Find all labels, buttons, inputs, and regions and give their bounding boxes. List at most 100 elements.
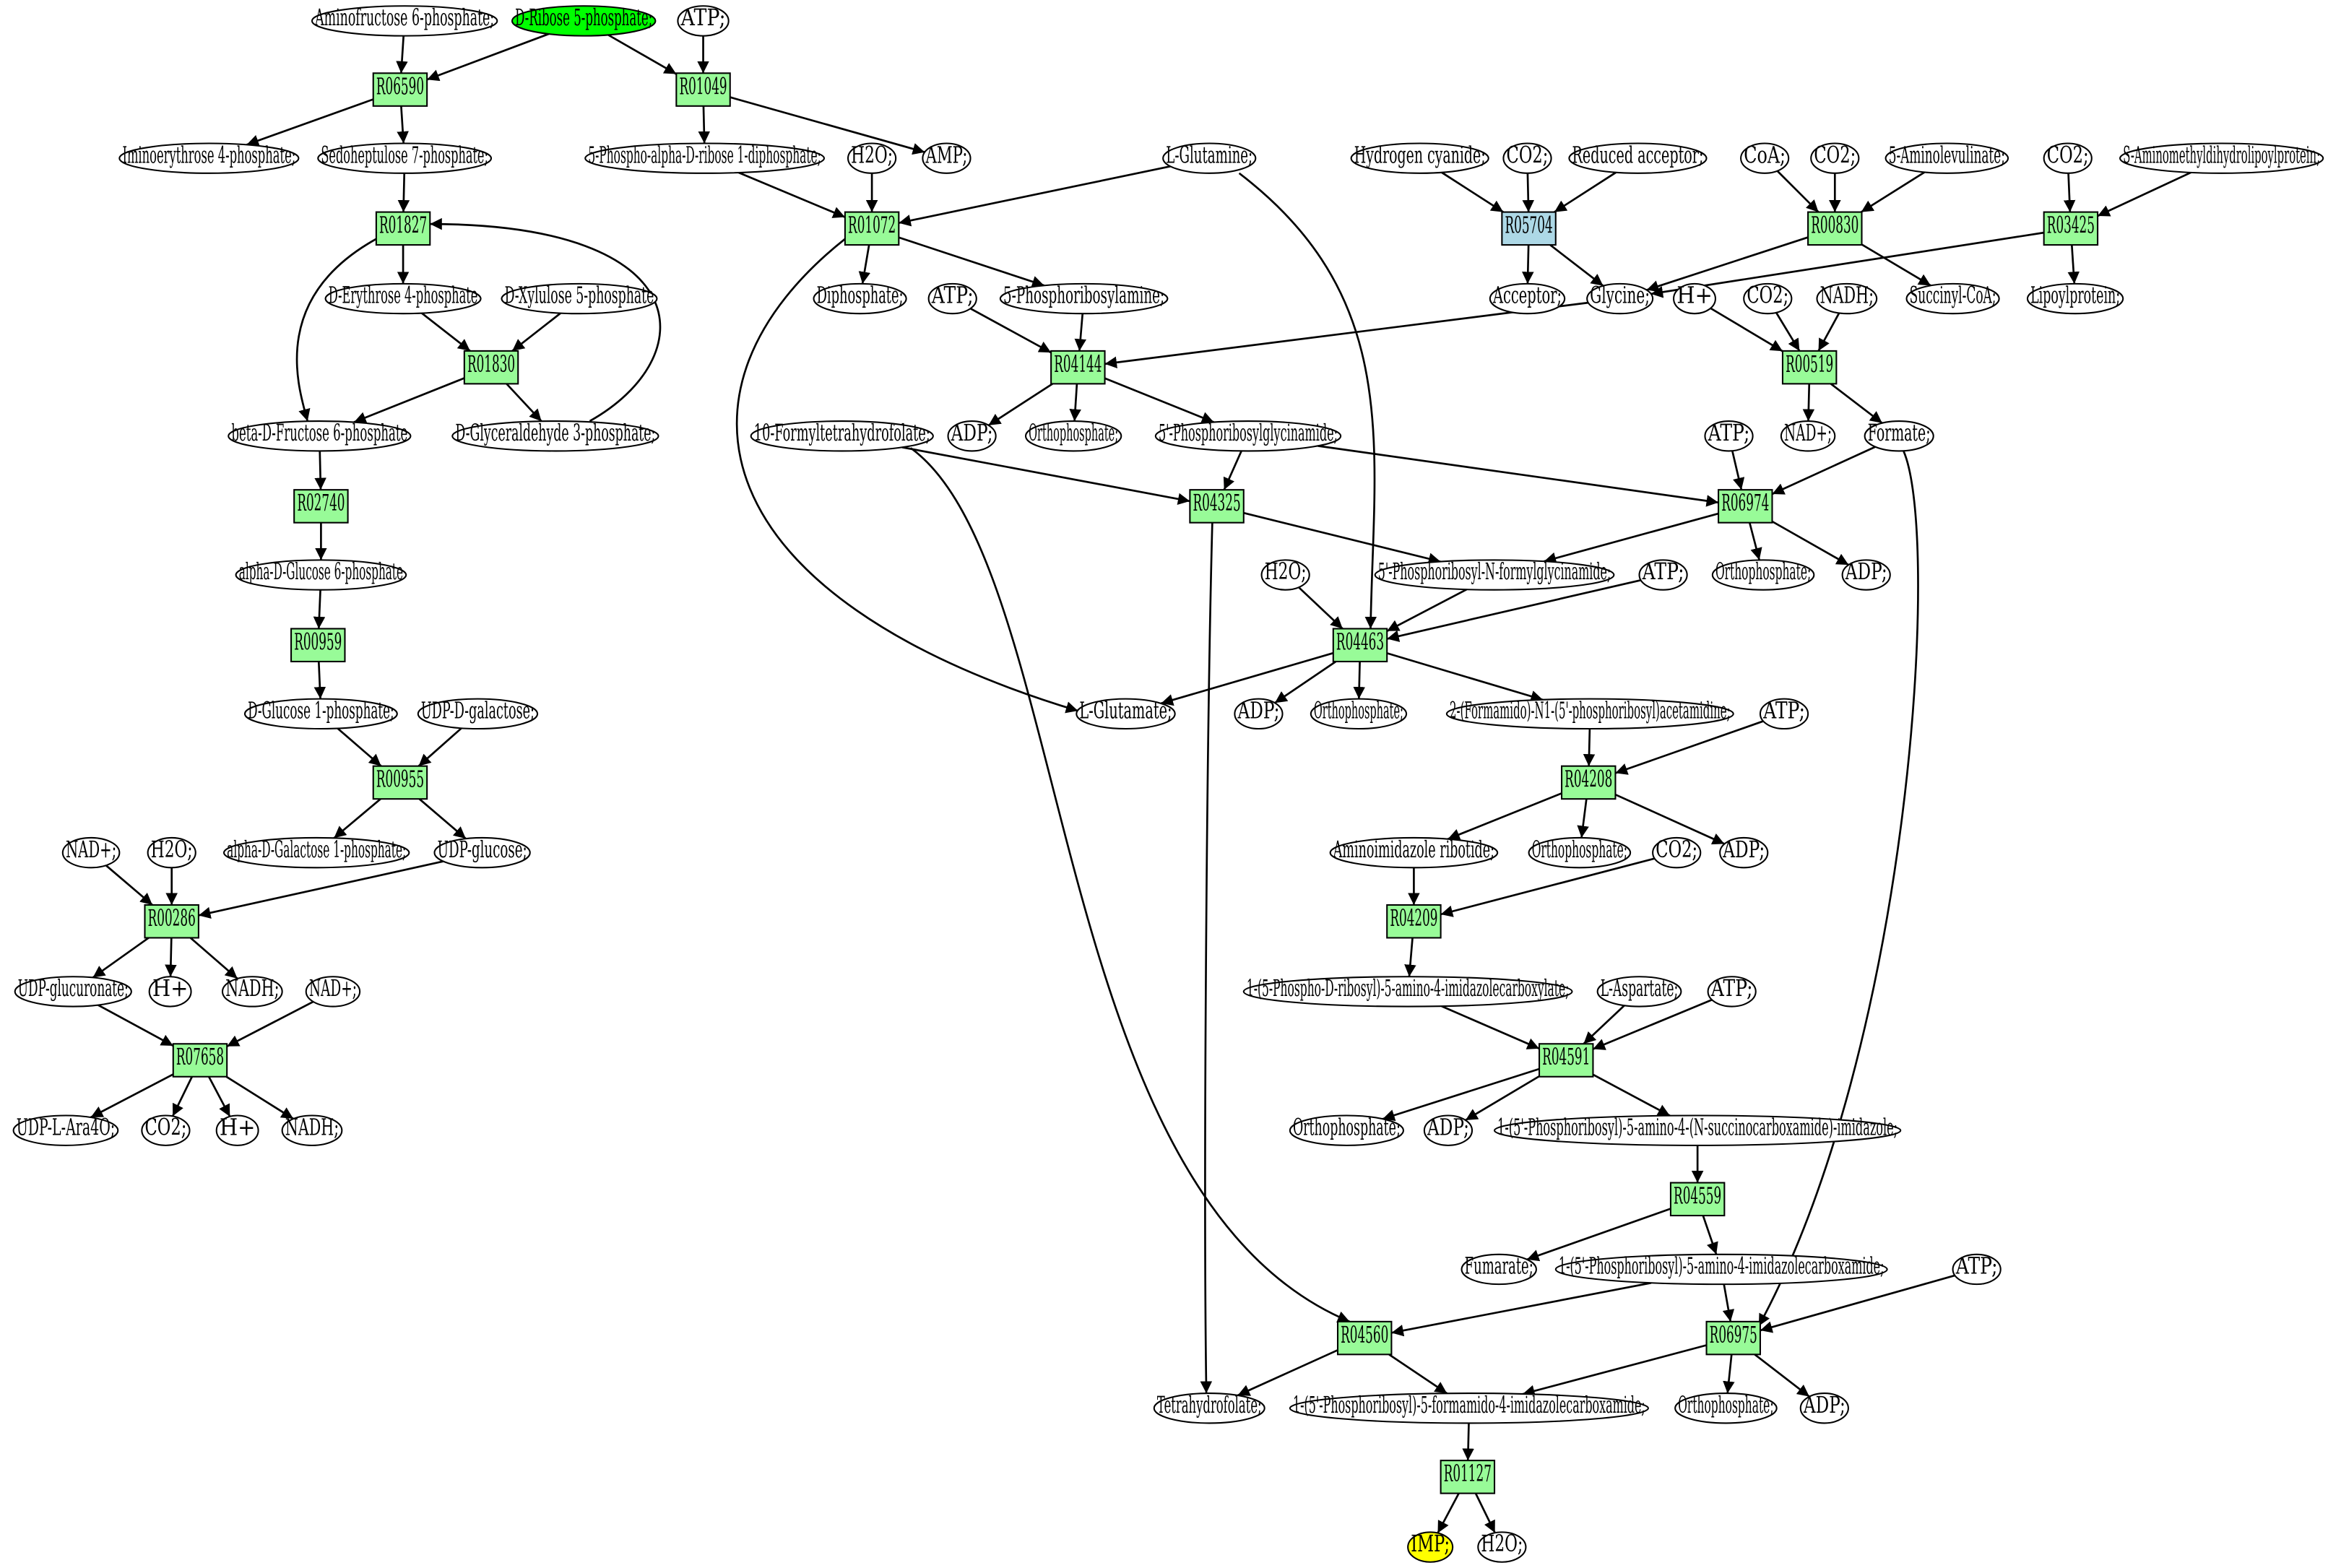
- compound-node-c_adp5[interactable]: ADP;: [1423, 1113, 1474, 1146]
- reaction-node-r_01072[interactable]: R01072: [844, 212, 900, 246]
- compound-node-c_co2a[interactable]: CO2;: [1502, 141, 1552, 174]
- compound-node-c_g6p[interactable]: alpha-D-Glucose 6-phosphate: [235, 558, 407, 591]
- compound-node-c_udpglcA[interactable]: UDP-glucuronate;: [14, 974, 132, 1008]
- compound-node-c_glu[interactable]: L-Glutamate;: [1076, 697, 1176, 730]
- compound-node-c_hplus1[interactable]: H+: [1673, 282, 1716, 315]
- reaction-node-r_03425[interactable]: R03425: [2043, 212, 2099, 246]
- reaction-node-r_00286[interactable]: R00286: [144, 904, 199, 939]
- reaction-node-r_00955[interactable]: R00955: [372, 766, 428, 800]
- compound-node-c_nad1[interactable]: NAD+;: [1780, 419, 1836, 452]
- compound-node-c_e4p[interactable]: D-Erythrose 4-phosphate: [324, 282, 482, 315]
- compound-node-c_hcn[interactable]: Hydrogen cyanide;: [1350, 141, 1489, 174]
- reaction-node-r_06974[interactable]: R06974: [1718, 489, 1773, 524]
- compound-node-c_faicar[interactable]: 1-(5'-Phosphoribosyl)-5-formamido-4-imid…: [1289, 1391, 1649, 1424]
- compound-node-c_atp6[interactable]: ATP;: [1707, 974, 1757, 1008]
- compound-node-c_pra[interactable]: 5-Phosphoribosylamine;: [999, 282, 1169, 315]
- compound-node-c_hplus2[interactable]: H+: [148, 974, 192, 1008]
- compound-node-c_samdl[interactable]: S-Aminomethyldihydrolipoylprotein;: [2119, 141, 2324, 174]
- compound-node-c_nad3[interactable]: NAD+;: [305, 974, 361, 1008]
- reaction-node-r_00830[interactable]: R00830: [1807, 212, 1863, 246]
- reaction-node-r_01830[interactable]: R01830: [463, 350, 519, 385]
- reaction-node-r_07658[interactable]: R07658: [172, 1043, 228, 1078]
- compound-node-c_udpgal[interactable]: UDP-D-galactose;: [417, 697, 539, 730]
- reaction-node-r_04209[interactable]: R04209: [1386, 904, 1442, 939]
- compound-node-c_fgam[interactable]: 2-(Formamido)-N1-(5'-phosphoribosyl)acet…: [1445, 697, 1734, 730]
- compound-node-c_atp7[interactable]: ATP;: [1952, 1252, 2002, 1286]
- compound-node-c_saicar[interactable]: 1-(5'-Phosphoribosyl)-5-amino-4-(N-succi…: [1493, 1113, 1902, 1146]
- compound-node-c_coa[interactable]: CoA;: [1740, 141, 1790, 174]
- compound-node-c_fgar[interactable]: 5'-Phosphoribosyl-N-formylglycinamide;: [1374, 558, 1615, 591]
- reaction-node-r_04325[interactable]: R04325: [1189, 489, 1245, 524]
- reaction-node-r_04208[interactable]: R04208: [1561, 766, 1617, 800]
- reaction-node-r_05704[interactable]: R05704: [1501, 212, 1557, 246]
- compound-node-c_h2o2[interactable]: H2O;: [1260, 558, 1310, 591]
- compound-node-c_amp[interactable]: AMP;: [922, 141, 972, 174]
- compound-node-c_pi4[interactable]: Orthophosphate;: [1528, 836, 1632, 869]
- compound-node-c_hplus3[interactable]: H+: [215, 1113, 259, 1146]
- compound-node-c_h2o3[interactable]: H2O;: [147, 836, 196, 869]
- compound-node-c_prpp[interactable]: 5-Phospho-alpha-D-ribose 1-diphosphate;: [584, 141, 825, 174]
- compound-node-c_adp3[interactable]: ADP;: [1234, 697, 1284, 730]
- compound-node-c_iminoery[interactable]: Iminoerythrose 4-phosphate;: [118, 141, 300, 174]
- reaction-node-r_04560[interactable]: R04560: [1336, 1321, 1393, 1356]
- compound-node-c_f6p[interactable]: beta-D-Fructose 6-phosphate: [228, 419, 412, 452]
- reaction-node-r_01049[interactable]: R01049: [675, 72, 731, 107]
- compound-node-c_atp4[interactable]: ATP;: [1638, 558, 1688, 591]
- compound-node-c_asp[interactable]: L-Aspartate;: [1596, 974, 1682, 1008]
- compound-node-c_imp[interactable]: IMP;: [1407, 1530, 1454, 1563]
- reaction-node-r_04559[interactable]: R04559: [1669, 1182, 1726, 1217]
- compound-node-c_ppi[interactable]: Diphosphate;: [813, 282, 907, 315]
- compound-node-c_pi5[interactable]: Orthophosphate;: [1289, 1113, 1404, 1146]
- compound-node-c_ribose5p[interactable]: D-Ribose 5-phosphate;: [511, 4, 657, 37]
- compound-node-c_udpglc[interactable]: UDP-glucose;: [433, 836, 531, 869]
- compound-node-c_amfruc[interactable]: Aminofructose 6-phosphate;: [311, 4, 498, 37]
- compound-node-c_adp6[interactable]: ADP;: [1799, 1391, 1849, 1424]
- compound-node-c_pi6[interactable]: Orthophosphate;: [1674, 1391, 1778, 1424]
- compound-node-c_formate[interactable]: Formate;: [1864, 419, 1934, 452]
- compound-node-c_co2b[interactable]: CO2;: [1810, 141, 1860, 174]
- reaction-node-r_04591[interactable]: R04591: [1539, 1043, 1594, 1078]
- reaction-node-r_02740[interactable]: R02740: [293, 489, 349, 524]
- compound-node-c_gly[interactable]: Glycine;: [1586, 282, 1654, 315]
- compound-node-c_co2d[interactable]: CO2;: [1743, 282, 1793, 315]
- reaction-node-r_01827[interactable]: R01827: [375, 212, 431, 246]
- compound-node-c_redacc[interactable]: Reduced acceptor;: [1568, 141, 1708, 174]
- compound-node-c_atp1[interactable]: ATP;: [677, 4, 730, 37]
- compound-node-c_pi3[interactable]: Orthophosphate;: [1310, 697, 1408, 730]
- compound-node-c_acceptor[interactable]: Acceptor;: [1489, 282, 1566, 315]
- compound-node-c_g3p[interactable]: D-Glyceraldehyde 3-phosphate;: [451, 419, 659, 452]
- compound-node-c_gln[interactable]: L-Glutamine;: [1162, 141, 1257, 174]
- reaction-node-r_04463[interactable]: R04463: [1332, 628, 1388, 662]
- compound-node-c_atp2[interactable]: ATP;: [927, 282, 977, 315]
- compound-node-c_adp4[interactable]: ADP;: [1719, 836, 1769, 869]
- compound-node-c_adp1[interactable]: ADP;: [947, 419, 997, 452]
- reaction-node-r_01127[interactable]: R01127: [1440, 1460, 1496, 1494]
- compound-node-c_nad2[interactable]: NAD+;: [61, 836, 121, 869]
- reaction-node-r_04144[interactable]: R04144: [1050, 350, 1106, 385]
- compound-node-c_agal1p[interactable]: alpha-D-Galactose 1-phosphate;: [223, 836, 410, 869]
- compound-node-c_sedo[interactable]: Sedoheptulose 7-phosphate;: [317, 141, 493, 174]
- reaction-node-r_00959[interactable]: R00959: [290, 628, 346, 662]
- compound-node-c_co2e[interactable]: CO2;: [1652, 836, 1702, 869]
- compound-node-c_adp2[interactable]: ADP;: [1841, 558, 1891, 591]
- compound-node-c_udpara[interactable]: UDP-L-Ara4O;: [12, 1113, 119, 1146]
- compound-node-c_g1p[interactable]: D-Glucose 1-phosphate;: [243, 697, 398, 730]
- compound-node-c_h2o4[interactable]: H2O;: [1477, 1530, 1527, 1563]
- compound-node-c_nadh2[interactable]: NADH;: [221, 974, 283, 1008]
- compound-node-c_cair[interactable]: 1-(5-Phospho-D-ribosyl)-5-amino-4-imidaz…: [1242, 974, 1573, 1008]
- compound-node-c_co2f[interactable]: CO2;: [141, 1113, 191, 1146]
- compound-node-c_pi1[interactable]: Orthophosphate;: [1024, 419, 1122, 452]
- compound-node-c_atp3[interactable]: ATP;: [1704, 419, 1754, 452]
- compound-node-c_thf[interactable]: Tetrahydrofolate;: [1153, 1391, 1265, 1424]
- compound-node-c_pi2[interactable]: Orthophosphate;: [1711, 558, 1815, 591]
- compound-node-c_ala[interactable]: 5-Aminolevulinate;: [1885, 141, 2009, 174]
- compound-node-c_fum[interactable]: Fumarate;: [1461, 1252, 1537, 1286]
- compound-node-c_lipo[interactable]: Lipoylprotein;: [2026, 282, 2124, 315]
- compound-node-c_atp5[interactable]: ATP;: [1759, 697, 1809, 730]
- compound-node-c_co2c[interactable]: CO2;: [2043, 141, 2093, 174]
- compound-node-c_10fthf[interactable]: 10-Formyltetrahydrofolate;: [750, 419, 934, 452]
- compound-node-c_h2o1[interactable]: H2O;: [847, 141, 897, 174]
- compound-node-c_x5p[interactable]: D-Xylulose 5-phosphate: [501, 282, 658, 315]
- compound-node-c_succoa[interactable]: Succinyl-CoA;: [1905, 282, 2000, 315]
- reaction-node-r_00519[interactable]: R00519: [1781, 350, 1838, 385]
